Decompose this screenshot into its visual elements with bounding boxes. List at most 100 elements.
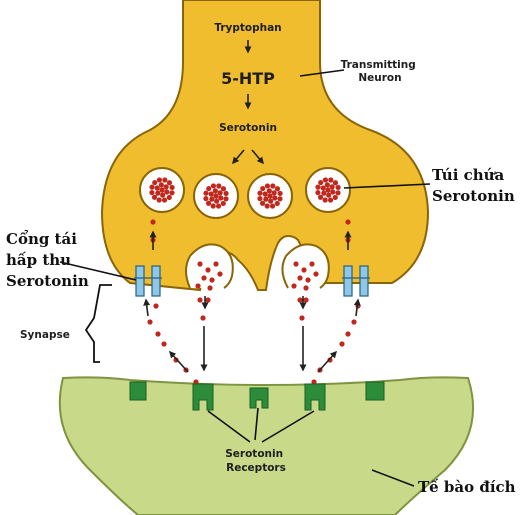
serotonin-dot	[324, 182, 330, 188]
serotonin-dot	[274, 186, 281, 192]
serotonin-dot	[149, 189, 155, 196]
serotonin-dot	[332, 180, 339, 186]
serotonin-dot	[315, 189, 321, 196]
reuptake-channel-icon	[359, 265, 369, 297]
serotonin-dot	[159, 187, 165, 193]
serotonin-dot	[193, 379, 199, 385]
serotonin-receptor-icon	[365, 381, 385, 401]
vesicle-serotonin-clusters	[149, 177, 341, 209]
serotonin-dot	[223, 190, 229, 197]
serotonin-dot	[149, 184, 155, 190]
serotonin-dot	[303, 285, 309, 291]
vesicle-label: Túi chứa Serotonin	[432, 166, 515, 205]
five-htp-label: 5-HTP	[221, 69, 275, 88]
serotonin-dot	[264, 203, 270, 209]
serotonin-dot	[220, 200, 226, 207]
serotonin-dot	[200, 315, 206, 321]
serotonin-dot	[160, 192, 166, 198]
target-cell-label: Tế bào đích	[418, 478, 516, 496]
serotonin-dot	[345, 219, 351, 225]
serotonin-receptor-icon	[129, 381, 147, 401]
serotonin-dot	[208, 191, 214, 197]
serotonin-dot	[163, 184, 169, 190]
serotonin-dot	[210, 203, 216, 209]
serotonin-dot	[329, 184, 335, 190]
serotonin-dot	[330, 189, 336, 195]
serotonin-dot	[268, 198, 274, 204]
arrow-icon	[251, 149, 264, 165]
reuptake-channel-icon	[343, 265, 353, 297]
serotonin-dot	[150, 219, 156, 225]
serotonin-dot	[155, 331, 161, 337]
serotonin-dot	[328, 177, 334, 183]
arrow-icon	[317, 350, 338, 373]
target-cell	[58, 376, 475, 515]
serotonin-dot	[297, 275, 303, 281]
serotonin-dot	[309, 261, 315, 267]
serotonin-dot	[209, 196, 215, 202]
serotonin-dot	[218, 195, 224, 201]
reuptake-gate-label: Cổng tái hấp thu Serotonin	[6, 230, 89, 290]
serotonin-dot	[215, 203, 222, 209]
serotonin-dot	[263, 196, 269, 202]
reuptake-channel-right	[342, 265, 370, 297]
serotonin-dot	[325, 187, 331, 193]
serotonin-dot	[322, 197, 328, 203]
serotonin-dot	[305, 277, 311, 283]
serotonin-receptor-icon	[192, 383, 214, 411]
serotonin-dot	[351, 319, 357, 325]
serotonin-dot	[166, 180, 173, 186]
serotonin-dot	[301, 267, 307, 273]
leader-lines	[59, 69, 431, 487]
serotonin-dot	[271, 190, 277, 196]
serotonin-dot	[156, 177, 163, 183]
serotonin-dot	[213, 261, 219, 267]
serotonin-dot	[270, 183, 276, 189]
serotonin-dot	[257, 190, 263, 196]
serotonin-dot	[205, 297, 211, 303]
serotonin-dot	[147, 319, 153, 325]
serotonin-dot	[260, 185, 266, 192]
serotonin-dot	[315, 184, 321, 190]
serotonin-dot	[209, 277, 215, 283]
serotonin-dot	[205, 200, 212, 206]
serotonin-dot	[213, 193, 219, 199]
release-cup-right	[281, 243, 330, 289]
serotonin-dot	[203, 190, 209, 196]
serotonin-dot	[259, 200, 266, 206]
serotonin-dot	[277, 196, 283, 202]
serotonin-dot	[326, 192, 332, 198]
serotonin-dot	[197, 297, 203, 303]
serotonin-dot	[217, 271, 223, 277]
serotonin-dot	[169, 190, 175, 196]
serotonin-dot	[291, 283, 297, 289]
serotonin-dot	[152, 179, 158, 186]
arrow-icon	[353, 298, 361, 317]
serotonin-dot	[203, 195, 209, 202]
receptor-pointers	[207, 407, 315, 443]
serotonin-dot	[214, 198, 220, 204]
reuptake-channel-left	[134, 265, 162, 297]
serotonin-dot	[339, 341, 345, 347]
serotonin-dot	[262, 191, 268, 197]
release-cup-left	[185, 243, 234, 289]
serotonin-dot	[274, 200, 280, 207]
serotonin-receptor-icon	[249, 387, 269, 409]
serotonin-dot	[164, 189, 170, 195]
serotonin-dot	[161, 341, 167, 347]
serotonin-dot	[154, 185, 160, 191]
serotonin-dot	[335, 190, 341, 196]
serotonin-dot	[166, 194, 172, 201]
serotonin-dot	[223, 196, 229, 202]
receptors-label: Serotonin Receptors	[225, 448, 287, 474]
serotonin-dot	[299, 315, 305, 321]
arrow-icon	[232, 149, 245, 165]
free-serotonin-dots	[147, 219, 361, 385]
serotonin-dot	[311, 379, 317, 385]
serotonin-receptors	[129, 381, 385, 411]
serotonin-dot	[207, 285, 213, 291]
serotonin-dot	[151, 194, 158, 200]
arrow-icon	[168, 350, 189, 373]
reuptake-channel-icon	[135, 265, 145, 297]
